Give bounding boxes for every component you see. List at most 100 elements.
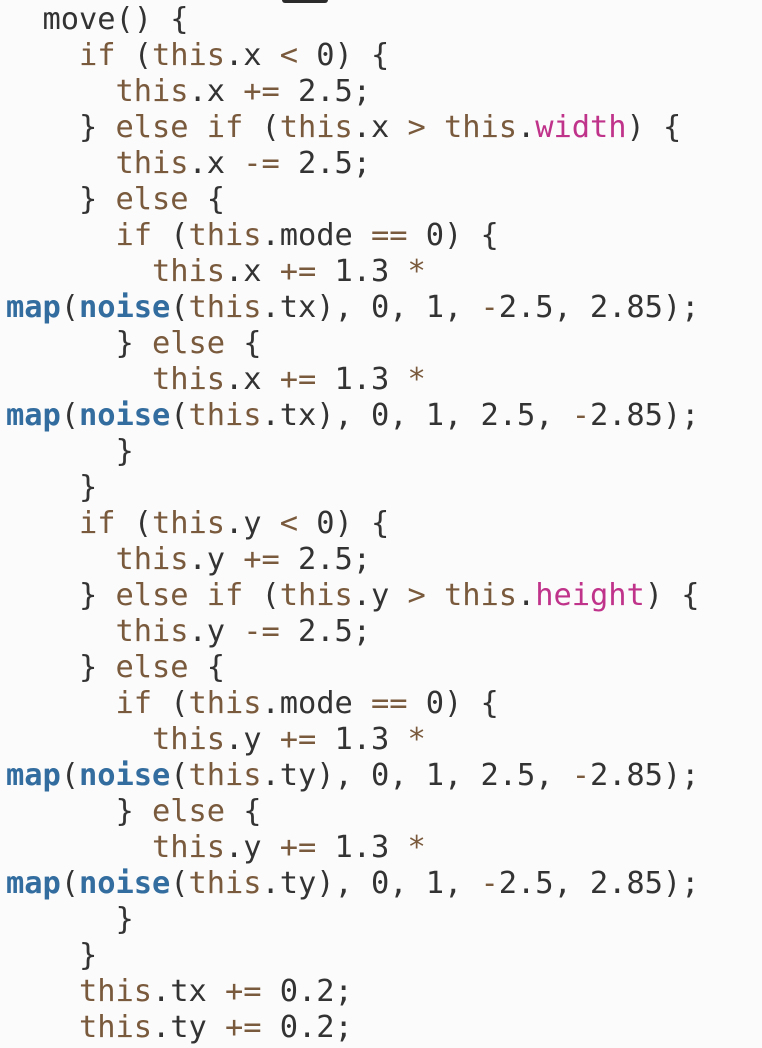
code-token-this: this bbox=[188, 398, 262, 433]
code-token-plain: 2.5, 2.85); bbox=[498, 866, 700, 901]
code-token-plain bbox=[6, 974, 79, 1009]
code-token-op: < bbox=[279, 506, 298, 541]
code-token-plain: } bbox=[6, 326, 152, 361]
code-token-kw: else if bbox=[115, 110, 244, 145]
code-token-plain: ( bbox=[115, 38, 152, 73]
code-token-plain bbox=[6, 542, 115, 577]
code-line: this.ty += 0.2; bbox=[6, 1010, 699, 1046]
code-token-plain: ( bbox=[170, 866, 189, 901]
code-token-plain: .x bbox=[188, 146, 244, 181]
code-token-plain: 0.2; bbox=[261, 974, 353, 1009]
code-token-fn: noise bbox=[79, 290, 171, 325]
code-token-op: += bbox=[279, 362, 317, 397]
code-token-op: += bbox=[225, 1010, 262, 1045]
code-token-plain: } bbox=[6, 650, 116, 685]
code-token-kw: else bbox=[115, 182, 189, 217]
code-token-fn: map bbox=[6, 398, 61, 433]
code-token-plain: 0) { bbox=[298, 38, 390, 73]
code-token-plain bbox=[6, 722, 152, 757]
code-token-plain: 2.5; bbox=[279, 542, 371, 577]
code-token-plain bbox=[426, 110, 444, 145]
code-line: } bbox=[6, 938, 699, 974]
code-token-plain: .ty), 0, 1, 2.5, bbox=[261, 758, 572, 793]
code-token-this: this bbox=[79, 1010, 152, 1045]
code-token-op: == bbox=[370, 218, 408, 253]
code-token-plain: ( bbox=[60, 758, 79, 793]
code-token-plain: 0) { bbox=[298, 506, 390, 541]
code-token-plain: 0) { bbox=[407, 218, 499, 253]
code-token-plain: { bbox=[188, 650, 225, 685]
code-line: } bbox=[6, 470, 699, 506]
code-token-kw: else bbox=[115, 650, 189, 685]
code-token-op: - bbox=[571, 758, 590, 793]
code-token-plain: .tx), 0, 1, bbox=[261, 290, 481, 325]
code-line: this.y -= 2.5; bbox=[6, 614, 699, 650]
code-token-plain: 1.3 bbox=[316, 254, 408, 289]
code-token-plain: .mode bbox=[261, 686, 371, 721]
code-token-kw: else bbox=[151, 794, 225, 829]
code-token-kw: if bbox=[115, 686, 152, 721]
code-token-plain: . bbox=[516, 110, 536, 145]
code-token-kw: if bbox=[79, 38, 116, 73]
code-token-plain: ( bbox=[60, 398, 79, 433]
code-line: if (this.mode == 0) { bbox=[6, 218, 699, 254]
code-token-fn: map bbox=[6, 866, 61, 901]
code-token-plain: . bbox=[516, 578, 536, 613]
code-token-plain: move() { bbox=[6, 2, 189, 37]
code-line: this.y += 1.3 * bbox=[6, 722, 699, 758]
code-token-plain: .y bbox=[188, 614, 244, 649]
code-line: map(noise(this.ty), 0, 1, 2.5, -2.85); bbox=[6, 758, 699, 794]
code-token-fn: map bbox=[6, 290, 61, 325]
code-token-op: * bbox=[407, 830, 426, 865]
code-token-plain: } bbox=[6, 902, 134, 937]
code-line: } else if (this.y > this.height) { bbox=[6, 578, 700, 614]
code-token-plain: 2.5, 2.85); bbox=[498, 290, 700, 325]
code-token-this: this bbox=[151, 362, 225, 397]
code-token-plain: ( bbox=[170, 398, 189, 433]
code-token-op: * bbox=[407, 722, 426, 757]
code-block: move() { if (this.x < 0) { this.x += 2.5… bbox=[6, 2, 700, 1046]
code-token-plain: ( bbox=[151, 686, 189, 721]
code-token-plain: ( bbox=[151, 218, 189, 253]
code-line: this.y += 1.3 * bbox=[6, 830, 699, 866]
code-token-op: > bbox=[407, 578, 426, 613]
code-token-kw: else if bbox=[115, 578, 244, 613]
code-line: this.x += 1.3 * bbox=[6, 254, 699, 290]
code-line: } else { bbox=[6, 182, 699, 218]
code-token-this: this bbox=[188, 758, 262, 793]
code-token-op: > bbox=[407, 110, 426, 145]
code-token-this: this bbox=[115, 614, 189, 649]
code-line: this.x += 1.3 * bbox=[6, 362, 699, 398]
code-token-this: this bbox=[188, 686, 262, 721]
code-token-op: += bbox=[243, 542, 280, 577]
code-token-plain: ( bbox=[243, 578, 280, 613]
code-token-this: this bbox=[443, 578, 517, 613]
code-line: } else { bbox=[6, 794, 699, 830]
code-token-fn: map bbox=[6, 758, 61, 793]
code-token-op: * bbox=[407, 254, 426, 289]
code-token-plain: { bbox=[188, 182, 225, 217]
code-token-this: this bbox=[279, 110, 353, 145]
code-token-this: this bbox=[151, 722, 225, 757]
code-token-op: == bbox=[370, 686, 408, 721]
code-token-plain: 2.85); bbox=[589, 398, 700, 433]
code-token-plain: ( bbox=[243, 110, 280, 145]
code-token-plain bbox=[6, 146, 115, 181]
code-token-plain: .y bbox=[225, 506, 280, 541]
code-token-plain: } bbox=[6, 578, 116, 613]
code-token-plain: ) { bbox=[626, 110, 682, 145]
code-line: } bbox=[6, 902, 699, 938]
code-token-plain: ( bbox=[60, 290, 79, 325]
code-token-plain: { bbox=[224, 326, 262, 361]
code-token-op: += bbox=[279, 722, 317, 757]
code-token-plain: .y bbox=[224, 830, 280, 865]
code-token-this: this bbox=[115, 146, 189, 181]
code-token-plain: 1.3 bbox=[316, 722, 408, 757]
code-token-op: -= bbox=[243, 614, 280, 649]
code-token-fn: noise bbox=[79, 866, 171, 901]
code-token-this: this bbox=[151, 830, 225, 865]
code-token-this: this bbox=[79, 974, 152, 1009]
code-token-plain: .ty bbox=[152, 1010, 225, 1045]
code-line: } else { bbox=[6, 650, 699, 686]
code-token-kw: if bbox=[115, 218, 152, 253]
